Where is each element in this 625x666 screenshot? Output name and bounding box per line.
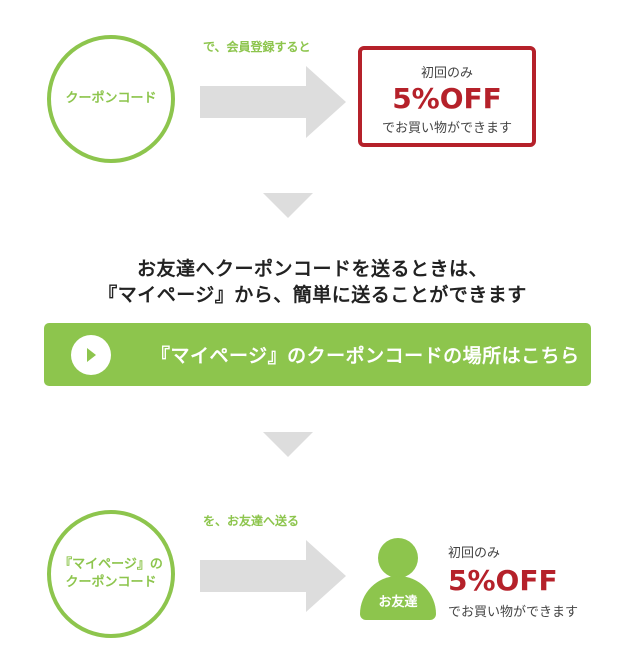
mypage-coupon-circle: 『マイページ』の クーポンコード [47,510,175,638]
right-arrow-icon [200,66,346,138]
register-caption: で、会員登録すると [203,40,311,54]
friend-label: お友達 [360,576,436,620]
cta-label: 『マイページ』のクーポンコードの場所はこちら [151,345,580,367]
mypage-coupon-link-button[interactable]: 『マイページ』のクーポンコードの場所はこちら [44,323,591,386]
headline-line-1: お友達へクーポンコードを送るときは、 [136,258,488,280]
right-arrow-icon [200,540,346,612]
down-triangle-icon [263,432,313,457]
person-icon [378,538,418,578]
offer-discount: 5%OFF [392,82,502,115]
friend-offer-note: でお買い物ができます [448,605,579,620]
coupon-code-circle: クーポンコード [47,35,175,163]
friend-offer: 初回のみ 5%OFF でお買い物ができます [448,542,578,620]
play-icon [71,334,111,375]
headline-line-2: 『マイページ』から、簡単に送ることができます [98,284,527,306]
offer-box: 初回のみ 5%OFF でお買い物ができます [358,46,536,147]
mypage-coupon-line-1: 『マイページ』の [59,557,163,572]
offer-note: でお買い物ができます [381,121,512,136]
send-caption: を、お友達へ送る [203,514,300,528]
mypage-coupon-line-2: クーポンコード [65,575,157,590]
friend-offer-first-time: 初回のみ [448,546,501,561]
friend-offer-discount: 5%OFF [448,564,558,597]
coupon-code-label: クーポンコード [65,91,157,106]
offer-first-time: 初回のみ [420,66,473,81]
down-triangle-icon [263,193,313,218]
